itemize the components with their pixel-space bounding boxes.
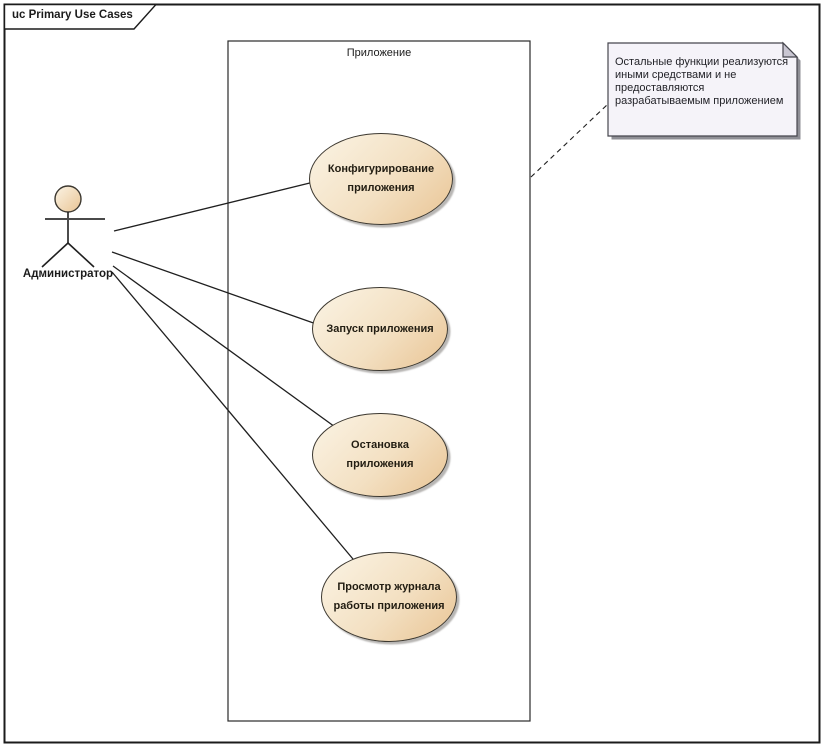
actor-administrator[interactable] [41, 185, 105, 268]
diagram-frame-border [3, 3, 821, 744]
frame-title: uc Primary Use Cases [12, 9, 133, 21]
actor-head [54, 185, 82, 213]
usecase-label: Остановка приложения [346, 439, 414, 470]
actor-left-leg [41, 242, 69, 268]
association-start[interactable] [111, 251, 323, 327]
note-link[interactable] [530, 103, 609, 178]
association-viewlog[interactable] [111, 271, 359, 566]
note-body [607, 42, 798, 137]
note-text: Остальные функции реализуются иными сред… [615, 56, 789, 107]
usecase-configure-application[interactable]: Конфигурирование приложения [309, 133, 453, 225]
actor-label: Администратор [22, 268, 114, 280]
association-stop[interactable] [112, 265, 343, 433]
usecase-label: Просмотр журнала работы приложения [333, 581, 445, 612]
actor-right-leg [67, 242, 95, 268]
note-fold-corner-icon [782, 41, 799, 58]
usecase-start-application[interactable]: Запуск приложения [312, 287, 448, 371]
usecase-view-application-log[interactable]: Просмотр журнала работы приложения [321, 552, 457, 642]
system-boundary-label: Приложение [346, 47, 412, 59]
usecase-label: Запуск приложения [326, 322, 434, 335]
association-configure[interactable] [113, 179, 323, 232]
usecase-label: Конфигурирование приложения [327, 163, 435, 194]
usecase-stop-application[interactable]: Остановка приложения [312, 413, 448, 497]
note-element[interactable] [607, 41, 801, 140]
frame-title-tab [3, 3, 158, 30]
